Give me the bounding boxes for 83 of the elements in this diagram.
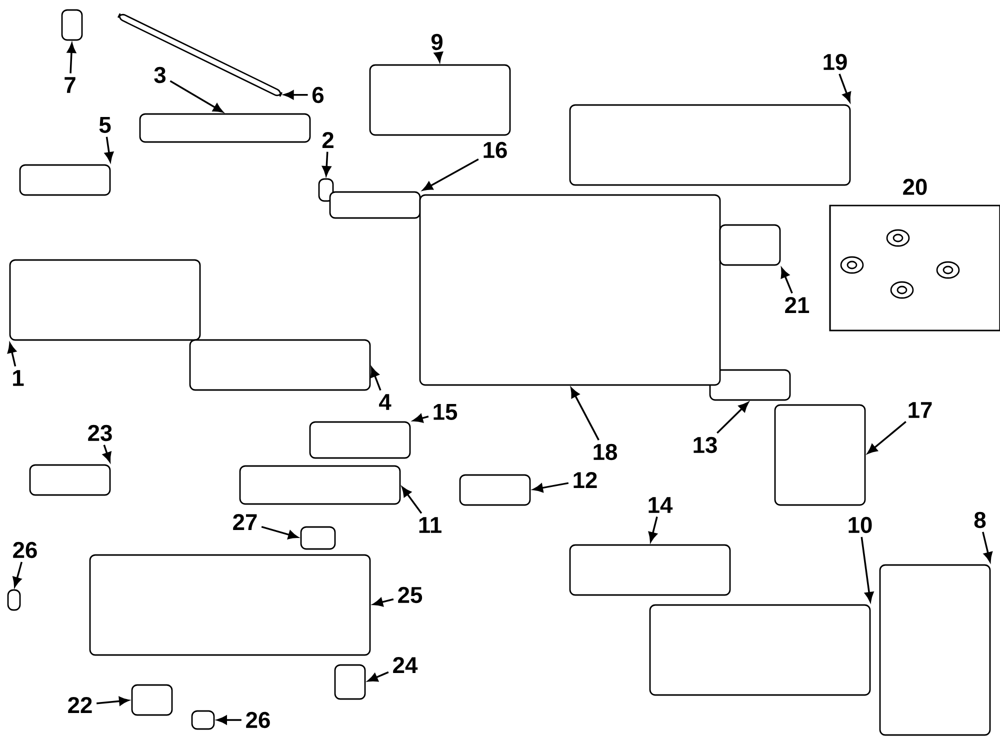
leader-line <box>716 402 749 434</box>
part-drawing <box>189 339 371 391</box>
node-label: 20 <box>903 178 927 195</box>
leader-line <box>104 136 114 162</box>
part-drawing <box>7 589 21 611</box>
part-drawing <box>9 259 201 341</box>
part-drawing <box>318 178 334 202</box>
leader-line <box>7 342 16 366</box>
leader-line <box>66 43 76 74</box>
part-drawing <box>459 474 531 506</box>
callout-number: 8 <box>974 512 986 528</box>
part-drawing <box>19 164 111 196</box>
leader-line <box>434 52 443 62</box>
callout-number: 19 <box>824 54 847 70</box>
leader-line <box>780 268 793 294</box>
part-drawing <box>719 224 781 266</box>
part-drawing <box>139 113 311 143</box>
callout-number: 1 <box>13 370 24 386</box>
callout-number: 14 <box>648 497 673 513</box>
leader-line <box>261 526 298 540</box>
callout-number: 13 <box>694 436 717 454</box>
leader-line <box>102 444 112 462</box>
callout-number: 2 <box>322 132 334 148</box>
callout-number: 15 <box>434 404 458 420</box>
leader-line <box>217 716 242 724</box>
callout-number: 21 <box>785 297 810 313</box>
callout-number: 10 <box>848 516 872 534</box>
callout-number: 25 <box>398 586 422 604</box>
part-drawing <box>879 564 991 736</box>
part-drawing <box>191 710 215 730</box>
callout-number: 27 <box>233 514 257 530</box>
part-drawing <box>61 9 83 41</box>
part-drawing <box>300 526 336 550</box>
callout-number: 26 <box>13 542 37 558</box>
leader-line <box>170 80 224 113</box>
callout-number: 9 <box>431 34 442 50</box>
leader-line <box>867 421 906 454</box>
leader-line <box>982 532 992 562</box>
leader-line <box>284 90 308 100</box>
part-drawing <box>329 191 421 219</box>
part-drawing <box>89 554 371 656</box>
leader-line <box>422 158 479 191</box>
part-drawing <box>239 465 401 505</box>
part-drawing <box>774 404 866 506</box>
part-drawing <box>419 194 721 386</box>
leader-line <box>96 696 129 706</box>
callout-number: 4 <box>379 394 392 410</box>
leader-line <box>532 482 569 492</box>
callout-number: 22 <box>68 697 92 713</box>
leader-line <box>648 516 658 542</box>
leader-line <box>368 671 389 682</box>
part-drawing <box>29 464 111 496</box>
leader-line <box>12 562 22 588</box>
callout-number: 7 <box>64 77 76 93</box>
part-drawing <box>334 664 366 700</box>
callout-number: 3 <box>154 66 166 84</box>
leader-line <box>838 74 852 102</box>
leader-line <box>570 388 600 440</box>
callout-number: 17 <box>908 402 932 418</box>
leader-line <box>402 486 422 514</box>
part-drawing <box>117 12 283 98</box>
part-drawing <box>309 421 411 459</box>
leader-line <box>370 367 382 391</box>
kit-box: 20 <box>829 178 1000 332</box>
part-drawing <box>131 684 173 716</box>
leader-line <box>860 536 874 602</box>
part-drawing <box>569 104 851 186</box>
part-drawing <box>709 369 791 401</box>
callout-number: 18 <box>594 444 618 460</box>
part-drawing <box>649 604 871 696</box>
callout-number: 24 <box>393 657 418 673</box>
callout-number: 23 <box>88 424 112 442</box>
callout-number: 12 <box>574 472 597 488</box>
callout-number: 26 <box>246 712 270 728</box>
callout-number: 5 <box>99 117 111 133</box>
leader-line <box>322 152 332 176</box>
callout-number: 6 <box>312 86 324 104</box>
part-drawing <box>369 64 511 136</box>
callout-number: 16 <box>484 142 507 158</box>
leader-line <box>412 414 429 423</box>
part-drawing <box>569 544 731 596</box>
leader-line <box>372 598 394 607</box>
callout-number: 11 <box>419 517 442 533</box>
